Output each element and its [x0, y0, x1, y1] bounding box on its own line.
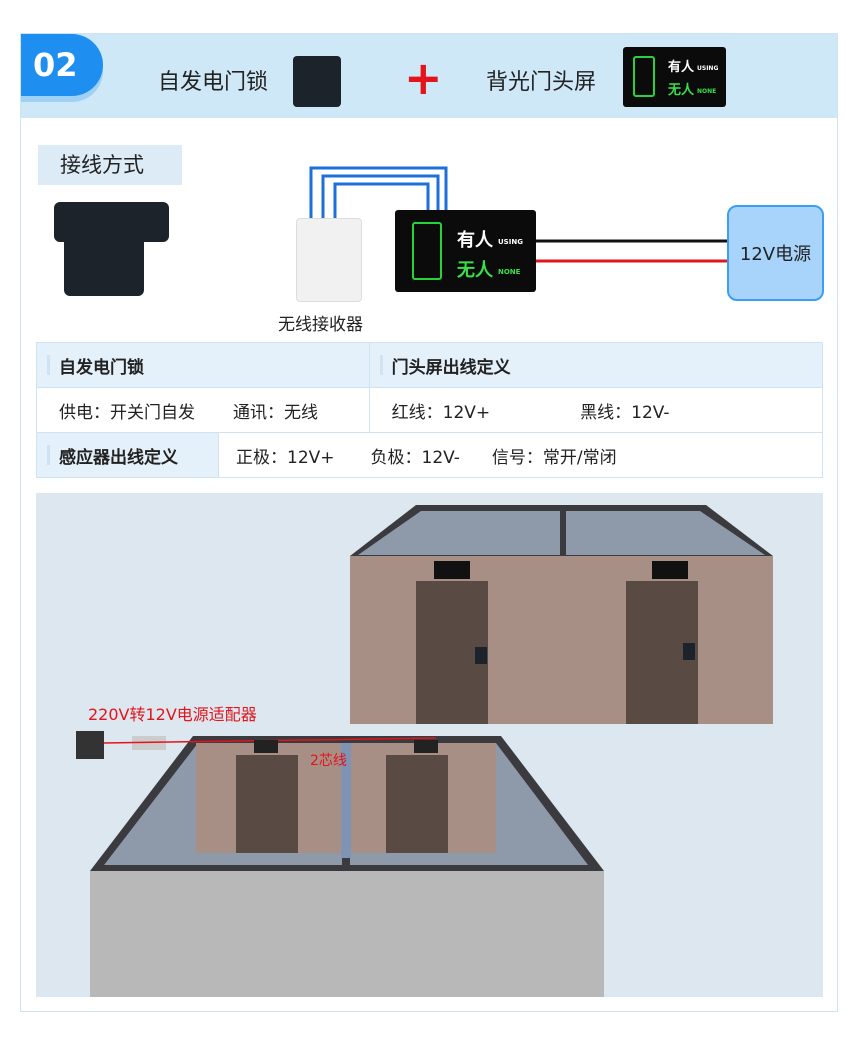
- power-supply-box: 12V电源: [727, 205, 824, 301]
- sign-occupied-en: USING: [498, 238, 523, 246]
- sign-image-large: 有人 USING 无人 NONE: [395, 210, 536, 292]
- sign-vacant-en: NONE: [697, 88, 717, 95]
- power-adapter-box: [76, 731, 104, 759]
- sensor-negative: 负极：12V-: [370, 447, 460, 468]
- front-door: [236, 755, 298, 853]
- lock-specs: 供电：开关门自发 通讯：无线: [36, 387, 370, 433]
- sign-vacant: 无人: [668, 83, 695, 98]
- sign-header: 门头屏出线定义: [368, 342, 824, 388]
- sensor-header: 感应器出线定义: [36, 432, 219, 478]
- signal-wire: [333, 182, 430, 220]
- adapter-label: 220V转12V电源适配器: [88, 705, 257, 724]
- installation-scene: 220V转12V电源适配器 2芯线: [36, 493, 823, 997]
- lock-power: 供电：开关门自发: [59, 402, 195, 423]
- signal-wire: [321, 174, 440, 220]
- plus-icon: +: [404, 51, 443, 105]
- sign-vacant: 无人: [457, 260, 493, 281]
- black-wire-spec: 黑线：12V-: [580, 402, 670, 423]
- content-frame: [20, 33, 838, 1012]
- wiring-title: 接线方式: [38, 145, 182, 185]
- door-lock: [683, 643, 695, 660]
- sign-occupied: 有人: [668, 60, 695, 75]
- sign-title: 背光门头屏: [486, 70, 597, 95]
- spec-table: 自发电门锁 门头屏出线定义 供电：开关门自发 通讯：无线 红线：12V+ 黑线：12…: [36, 342, 824, 478]
- sign-vacant-en: NONE: [498, 268, 521, 276]
- door-sign-small: [254, 740, 278, 753]
- sensor-specs: 正极：12V+ 负极：12V- 信号：常开/常闭: [218, 432, 823, 478]
- step-badge: 02: [21, 34, 103, 96]
- cable-label: 2芯线: [310, 753, 347, 769]
- sign-specs: 红线：12V+ 黑线：12V-: [368, 387, 824, 433]
- sign-occupied-en: USING: [697, 65, 719, 72]
- wiring-lines: [309, 166, 727, 263]
- front-cubicle-front: [90, 871, 604, 997]
- door-sign: [652, 561, 688, 579]
- front-door: [386, 755, 448, 853]
- wireless-receiver-image: [296, 218, 362, 302]
- sign-image: 有人 USING 无人 NONE: [623, 47, 726, 107]
- lock-image: [293, 56, 341, 107]
- door-sign-small: [414, 740, 438, 753]
- lock-title: 自发电门锁: [158, 70, 269, 95]
- door-sign: [434, 561, 470, 579]
- sensor-signal: 信号：常开/常闭: [491, 447, 617, 468]
- red-wire-spec: 红线：12V+: [391, 402, 491, 423]
- person-icon: [412, 222, 442, 280]
- person-icon: [633, 56, 655, 97]
- sign-occupied: 有人: [457, 230, 493, 251]
- back-cubicle-front: [350, 556, 773, 724]
- sensor-positive: 正极：12V+: [236, 447, 335, 468]
- lock-header: 自发电门锁: [36, 342, 370, 388]
- cubicle-illustration: [76, 505, 773, 997]
- door-lock: [475, 647, 487, 664]
- back-cubicle-inner: [358, 511, 560, 555]
- lock-comm: 通讯：无线: [233, 402, 318, 423]
- lock-image-large: [64, 222, 144, 296]
- receiver-label: 无线接收器: [278, 315, 363, 335]
- signal-wire: [309, 166, 448, 220]
